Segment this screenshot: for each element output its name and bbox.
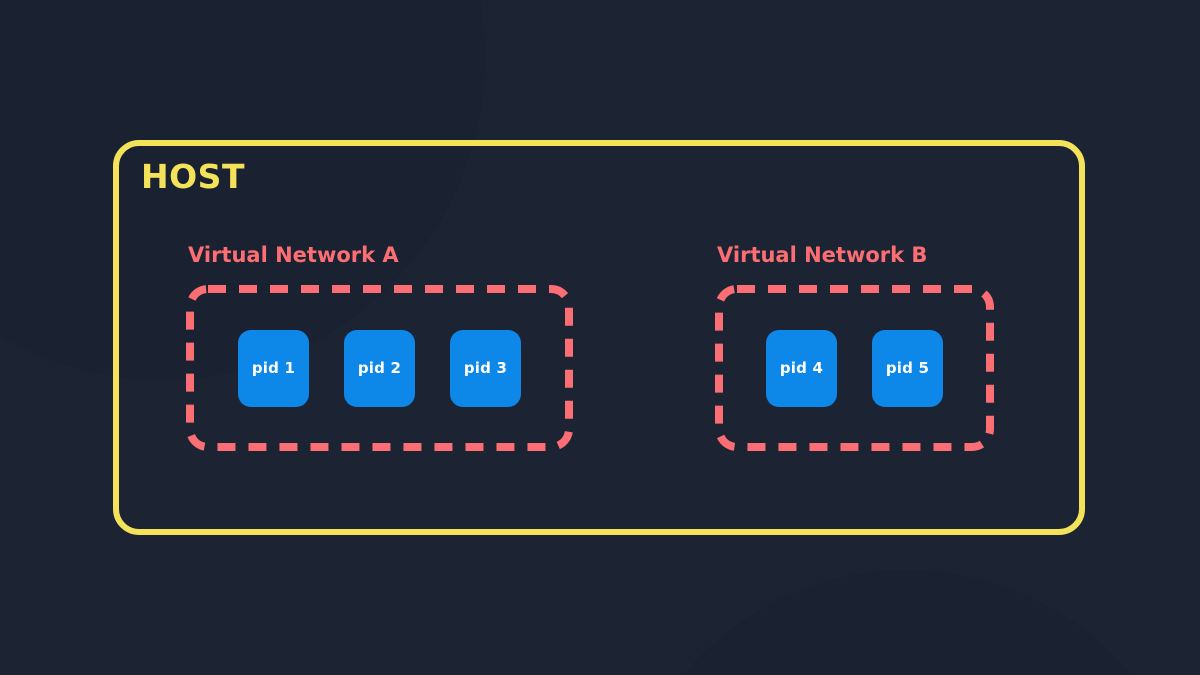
process-node-label: pid 5 (885, 359, 930, 377)
host-label: HOST (141, 157, 245, 196)
virtual-network-a-label: Virtual Network A (188, 243, 399, 267)
virtual-network-b-label: Virtual Network B (717, 243, 928, 267)
virtual-network-b-nodes: pid 4 pid 5 (766, 329, 943, 407)
dashed-border-b-icon (715, 285, 994, 451)
virtual-network-b-boundary: pid 4 pid 5 (715, 285, 994, 451)
process-node-pid-2[interactable]: pid 2 (344, 329, 415, 407)
virtual-network-a-nodes: pid 1 pid 2 pid 3 (238, 329, 521, 407)
process-node-pid-5[interactable]: pid 5 (872, 329, 943, 407)
dashed-border-a-icon (186, 285, 573, 451)
process-node-pid-3[interactable]: pid 3 (450, 329, 521, 407)
process-node-label: pid 4 (779, 359, 824, 377)
process-node-label: pid 1 (251, 359, 296, 377)
decorative-circle-bottom-right (615, 570, 1200, 675)
process-node-pid-4[interactable]: pid 4 (766, 329, 837, 407)
process-node-pid-1[interactable]: pid 1 (238, 329, 309, 407)
process-node-label: pid 3 (463, 359, 508, 377)
virtual-network-a-boundary: pid 1 pid 2 pid 3 (186, 285, 573, 451)
host-boundary: HOST (113, 140, 1085, 535)
process-node-label: pid 2 (357, 359, 402, 377)
